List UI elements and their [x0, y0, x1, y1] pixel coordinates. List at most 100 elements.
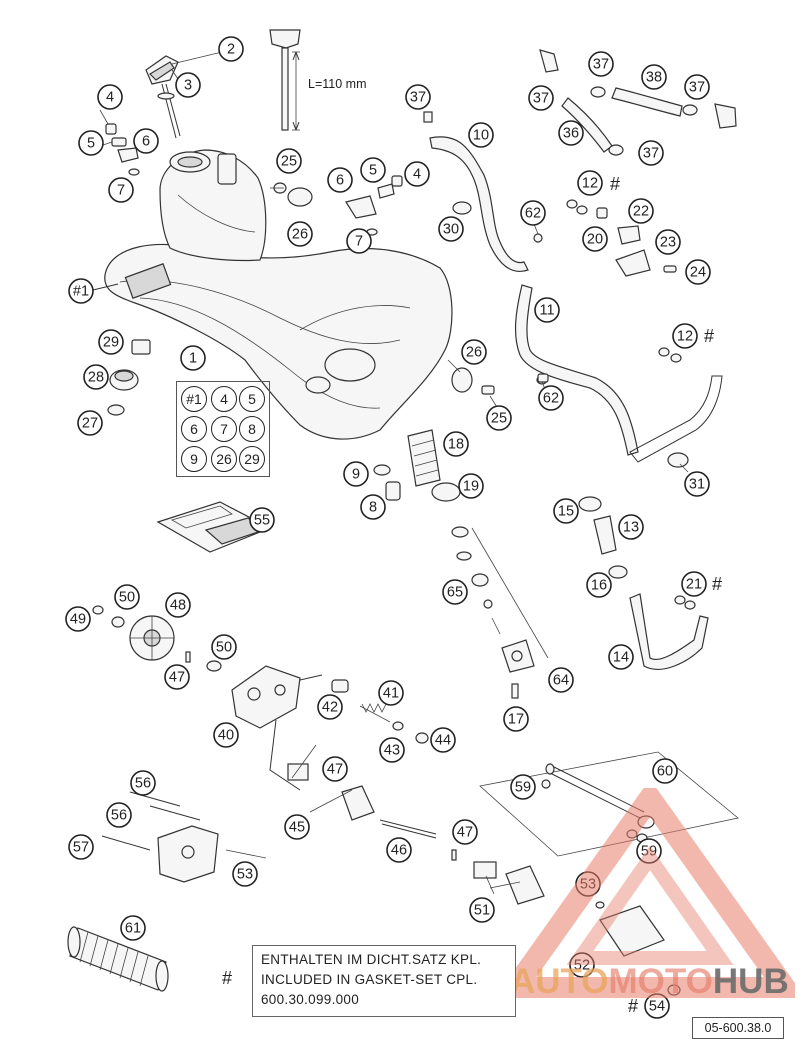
callout-c16: 16 — [586, 572, 612, 598]
hash-mark: # — [704, 326, 714, 346]
callout-label: 47 — [457, 825, 473, 841]
callout-label: 49 — [70, 612, 86, 628]
callout-label: 42 — [322, 700, 338, 716]
callout-c21: 21 — [681, 571, 707, 597]
callout-circle — [538, 385, 564, 411]
callout-circle — [548, 667, 574, 693]
callout-label: 46 — [391, 843, 407, 859]
vent-fittings-mid — [273, 175, 403, 236]
callout-label: 21 — [686, 577, 702, 593]
bolts-bracket-drawing — [101, 791, 267, 883]
callout-label: 23 — [660, 235, 676, 251]
callout-c44: 44 — [430, 727, 456, 753]
fuel-tank-drawing — [92, 149, 453, 440]
callout-circle — [360, 494, 386, 520]
oil-line-parts — [451, 496, 709, 699]
callout-label: 45 — [289, 820, 305, 836]
callout-numbers: 1234455667789101112121314151617181920212… — [65, 36, 711, 1019]
callout-circle — [284, 814, 310, 840]
callout-label: 30 — [443, 222, 459, 238]
callout-circle — [106, 802, 132, 828]
callout-c56a: 56 — [130, 770, 156, 796]
callout-circle — [276, 148, 302, 174]
callout-label: 55 — [254, 513, 270, 529]
callout-c47c: 47 — [452, 819, 478, 845]
watermark-moto: MOTO — [608, 962, 713, 1001]
callout-c62b: 62 — [538, 385, 564, 411]
callout-circle — [684, 74, 710, 100]
callout-c23: 23 — [655, 229, 681, 255]
callout-circle — [438, 216, 464, 242]
callout-circle — [120, 915, 146, 941]
callout-label: 43 — [384, 743, 400, 759]
callout-c61: 61 — [120, 915, 146, 941]
callout-circle — [486, 405, 512, 431]
callout-label: 37 — [410, 90, 426, 106]
callout-label: 53 — [237, 867, 253, 883]
callout-c37c: 37 — [684, 74, 710, 100]
callout-label: 20 — [587, 232, 603, 248]
callout-label: 38 — [646, 70, 662, 86]
callout-label: 40 — [218, 728, 234, 744]
callout-label: 62 — [543, 391, 559, 407]
callout-c47b: 47 — [322, 756, 348, 782]
callout-label: 19 — [463, 479, 479, 495]
callout-c26b: 26 — [461, 339, 487, 365]
callout-circle — [77, 410, 103, 436]
note-line-part-number: 600.30.099.000 — [261, 992, 360, 1007]
callout-c15: 15 — [553, 498, 579, 524]
callout-label: 12 — [582, 176, 598, 192]
callout-c31: 31 — [684, 471, 710, 497]
callout-c10: 10 — [468, 122, 494, 148]
callout-circle — [322, 756, 348, 782]
callout-circle — [618, 514, 644, 540]
callout-c36: 36 — [558, 120, 584, 146]
callout-c55: 55 — [249, 507, 275, 533]
callout-circle — [249, 507, 275, 533]
callout-c50a: 50 — [114, 584, 140, 610]
callout-circle — [534, 297, 560, 323]
kit-item: 26 — [211, 446, 237, 472]
callout-circle — [588, 51, 614, 77]
callout-c52: 52 — [569, 952, 595, 978]
callout-circle — [553, 498, 579, 524]
kit-item: 29 — [239, 446, 265, 472]
callout-circle — [133, 128, 159, 154]
callout-circle — [684, 471, 710, 497]
callout-label: 22 — [633, 204, 649, 220]
callout-label: 41 — [383, 686, 399, 702]
callout-label: 17 — [508, 712, 524, 728]
callout-label: 13 — [623, 520, 639, 536]
dipstick-length-label: L=110 mm — [308, 77, 366, 91]
callout-circle — [586, 572, 612, 598]
callout-c4a: 4 — [97, 84, 123, 110]
callout-circle — [577, 170, 603, 196]
callout-circle — [165, 592, 191, 618]
callout-c1tank: #1 — [68, 278, 94, 304]
callout-circle — [164, 664, 190, 690]
callout-c64: 64 — [548, 667, 574, 693]
kit-item: 5 — [239, 386, 265, 412]
callout-c12a: 12 — [577, 170, 603, 196]
callout-circle — [68, 834, 94, 860]
callout-circle — [558, 120, 584, 146]
callout-circle — [83, 364, 109, 390]
callout-c37e: 37 — [638, 140, 664, 166]
callout-circle — [180, 345, 206, 371]
callout-circle — [681, 571, 707, 597]
callout-label: 47 — [169, 670, 185, 686]
hash-mark: # — [628, 996, 638, 1016]
callout-c5a: 5 — [78, 130, 104, 156]
callout-circle — [672, 323, 698, 349]
callout-label: 29 — [103, 335, 119, 351]
callout-label: 57 — [73, 840, 89, 856]
callout-label: 16 — [591, 578, 607, 594]
callout-circle — [232, 861, 258, 887]
callout-c3: 3 — [175, 72, 201, 98]
callout-circle — [317, 694, 343, 720]
fuel-cap-drawing — [145, 29, 301, 139]
callout-circle — [655, 229, 681, 255]
callout-circle — [469, 897, 495, 923]
note-line-english: INCLUDED IN GASKET-SET CPL. — [261, 972, 478, 987]
callout-c49: 49 — [65, 606, 91, 632]
